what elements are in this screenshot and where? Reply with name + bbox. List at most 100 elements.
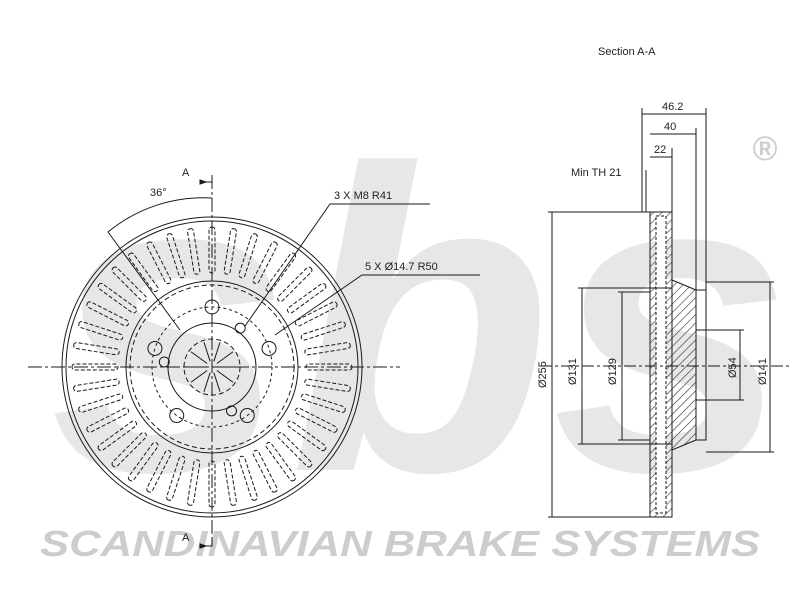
cooling-vane-slot xyxy=(97,282,138,314)
hub-ray xyxy=(203,372,211,392)
cooling-vane-slot xyxy=(223,228,237,275)
thread-label: 3 X M8 R41 xyxy=(334,190,392,202)
cooling-vane xyxy=(265,441,297,482)
cooling-vane-slot xyxy=(294,407,338,433)
section-arrow-bottom-icon xyxy=(199,543,208,549)
cooling-vane-slot xyxy=(111,266,147,302)
cooling-vane-slot xyxy=(252,449,278,493)
cooling-vane xyxy=(111,432,147,468)
cooling-vane xyxy=(78,321,124,341)
cooling-vane xyxy=(71,363,119,371)
bolt-hole xyxy=(261,340,277,356)
cooling-vane xyxy=(265,252,297,293)
cooling-vane xyxy=(73,342,120,356)
cooling-vane-slot xyxy=(294,301,338,327)
dim-diameter-54: Ø54 xyxy=(727,357,739,378)
cooling-vane xyxy=(300,321,346,341)
cooling-vane xyxy=(294,301,338,327)
cooling-vane xyxy=(166,233,186,279)
hub-face xyxy=(696,289,707,441)
cooling-vane-slot xyxy=(78,321,124,341)
cooling-vanes xyxy=(71,226,353,508)
cooling-vane-slot xyxy=(187,228,201,275)
cooling-vane xyxy=(252,241,278,285)
cooling-vane xyxy=(277,266,313,302)
cooling-vane xyxy=(97,420,138,452)
cooling-vane-slot xyxy=(277,432,313,468)
bolt-hole xyxy=(147,340,163,356)
cooling-vane xyxy=(305,363,353,371)
cooling-vane-slot xyxy=(73,342,120,356)
cooling-vane xyxy=(187,228,201,275)
cooling-vane xyxy=(73,378,120,392)
thread-hole xyxy=(234,322,246,334)
cooling-vane-slot xyxy=(86,407,130,433)
cooling-vane xyxy=(78,393,124,413)
cooling-vane-slot xyxy=(166,455,186,501)
dim-diameter-141: Ø141 xyxy=(757,358,769,385)
cooling-vane-slot xyxy=(187,459,201,506)
cooling-vane-slot xyxy=(286,282,327,314)
center-bore xyxy=(183,338,241,396)
hub-ray xyxy=(213,342,221,362)
cooling-vane-slot xyxy=(208,460,216,508)
bolt-hole xyxy=(169,408,185,424)
cooling-vane-slot xyxy=(277,266,313,302)
cooling-vane xyxy=(166,455,186,501)
disc-outer-edge-inner xyxy=(65,220,359,514)
registered-mark: ® xyxy=(752,130,778,168)
disc-inner-edge xyxy=(125,280,299,454)
cooling-vane xyxy=(286,282,327,314)
hub-ray xyxy=(216,351,234,364)
section-mark-bottom: A xyxy=(182,532,190,544)
cooling-vane-slot xyxy=(166,233,186,279)
cooling-vane xyxy=(111,266,147,302)
bolt-holes xyxy=(147,299,277,424)
cooling-vane xyxy=(304,378,351,392)
cooling-vane xyxy=(208,460,216,508)
hat-outline xyxy=(129,284,295,450)
cooling-vane-slot xyxy=(300,393,346,413)
bolt-circle xyxy=(151,306,273,428)
cooling-vane xyxy=(252,449,278,493)
hub-ray xyxy=(190,370,208,383)
disc-outer-edge xyxy=(61,216,363,518)
hat-section xyxy=(671,279,697,451)
cooling-vane-slot xyxy=(305,363,353,371)
cooling-vane xyxy=(187,459,201,506)
cooling-vane-slot xyxy=(252,241,278,285)
dim-total-width: 46.2 xyxy=(662,101,683,113)
section-title: Section A-A xyxy=(598,46,656,58)
bolt-hole xyxy=(239,408,255,424)
cooling-vane-slot xyxy=(238,455,258,501)
bolt-hole xyxy=(204,299,220,315)
cooling-vane-slot xyxy=(111,432,147,468)
section-mark-top: A xyxy=(182,167,190,179)
cooling-vane xyxy=(238,233,258,279)
cooling-vane xyxy=(300,393,346,413)
angle-leader-line xyxy=(107,231,181,331)
dim-diameter-131: Ø131 xyxy=(567,358,579,385)
cooling-vane-slot xyxy=(146,241,172,285)
cooling-vane-slot xyxy=(97,420,138,452)
cooling-vane xyxy=(286,420,327,452)
cooling-vane-slot xyxy=(304,342,351,356)
thread-hole xyxy=(158,356,170,368)
hub-ray xyxy=(213,372,221,392)
cooling-vane-slot xyxy=(304,378,351,392)
cooling-vane xyxy=(146,241,172,285)
cooling-vane-slot xyxy=(208,226,216,274)
hub-ray xyxy=(190,351,208,364)
cooling-vane xyxy=(97,282,138,314)
thread-hole xyxy=(226,405,238,417)
angle-label: 36° xyxy=(150,187,167,199)
cooling-vane-slot xyxy=(73,378,120,392)
cooling-vane-slot xyxy=(300,321,346,341)
cooling-vane-slot xyxy=(286,420,327,452)
vent-channel xyxy=(655,215,667,514)
min-thickness-label: Min TH 21 xyxy=(571,167,622,179)
hub-ray xyxy=(216,370,234,383)
cooling-vane xyxy=(127,441,159,482)
front-view xyxy=(28,175,480,549)
